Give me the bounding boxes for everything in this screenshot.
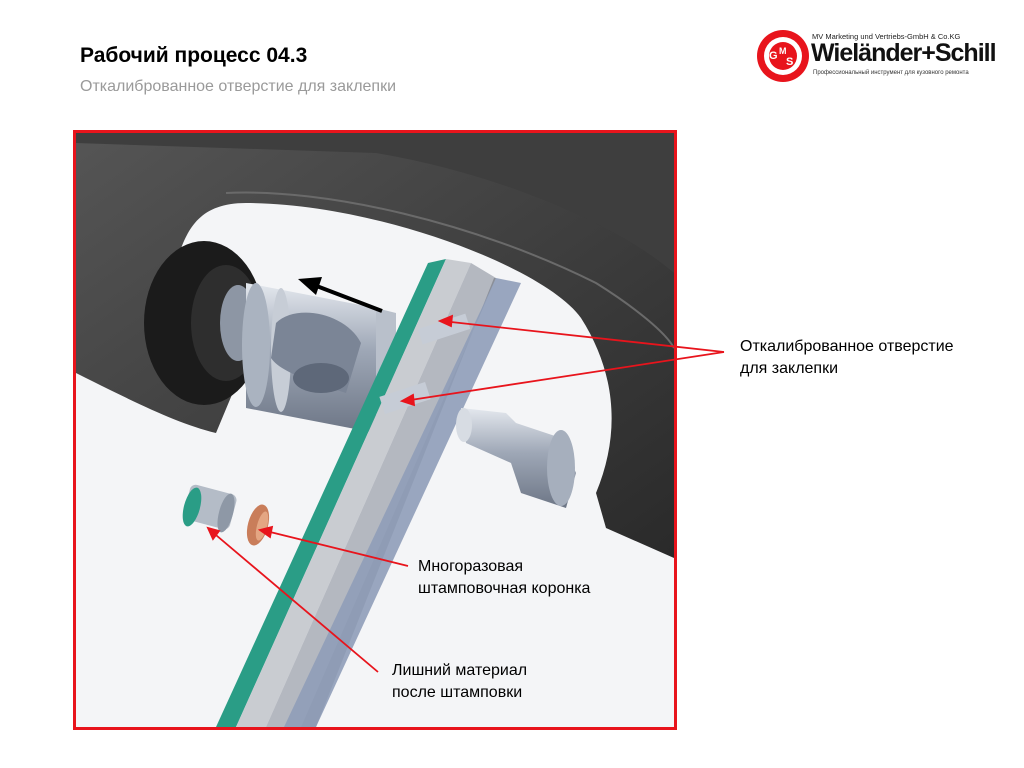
callout-punch-crown-line2: штамповочная коронка xyxy=(418,580,591,597)
callout-calibrated-hole-line1: Откалиброванное отверстие xyxy=(740,338,954,355)
logo-company-name: MV Marketing und Vertriebs-GmbH & Co.KG xyxy=(812,32,961,41)
svg-text:M: M xyxy=(779,46,787,56)
gms-logo-icon: G M S xyxy=(757,30,809,82)
rivet-hole-illustration xyxy=(76,133,674,727)
svg-text:G: G xyxy=(769,50,778,62)
company-logo: G M S MV Marketing und Vertriebs-GmbH & … xyxy=(756,28,997,84)
callout-calibrated-hole-line2: для заклепки xyxy=(740,360,839,377)
svg-text:S: S xyxy=(786,56,793,68)
page-title: Рабочий процесс 04.3 xyxy=(80,44,308,67)
logo-tagline: Профессиональный инструмент для кузовног… xyxy=(813,70,969,76)
page-subtitle: Откалиброванное отверстие для заклепки xyxy=(80,78,397,95)
callout-excess-material-line1: Лишний материал xyxy=(392,662,528,679)
callout-excess-material: Лишний материал после штамповки xyxy=(392,660,612,704)
callout-excess-material-line2: после штамповки xyxy=(392,684,523,701)
logo-brand-name: Wieländer+Schill xyxy=(811,39,997,67)
callout-punch-crown: Многоразовая штамповочная коронка xyxy=(418,556,658,600)
illustration-frame xyxy=(73,130,677,730)
callout-calibrated-hole: Откалиброванное отверстие для заклепки xyxy=(740,336,1020,380)
callout-punch-crown-line1: Многоразовая xyxy=(418,558,523,575)
